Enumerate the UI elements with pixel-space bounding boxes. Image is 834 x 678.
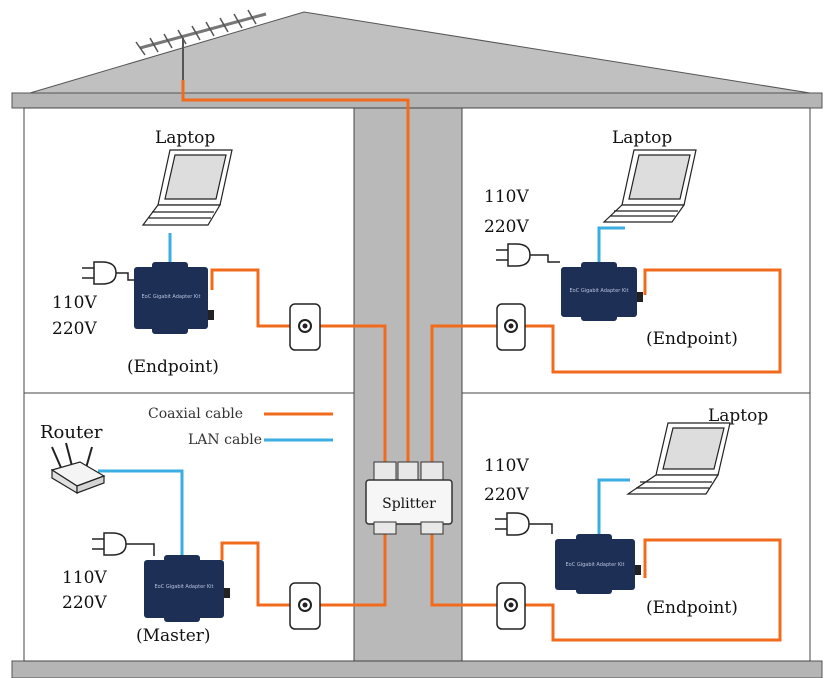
volt-110-bottomright: 110V — [484, 456, 529, 476]
coax-splitter-to-topright-outlet — [430, 324, 497, 466]
plug-icon-master — [92, 532, 155, 556]
wall-outlet-topleft — [289, 303, 321, 351]
adapter-text-master: EoC Gigabit Adapter Kit — [155, 584, 214, 590]
coax-topright-outlet-to-adapter — [525, 268, 782, 374]
master-label: (Master) — [136, 626, 211, 646]
coax-splitter-to-bottomright-outlet — [430, 525, 497, 607]
laptop-label-topright: Laptop — [612, 128, 672, 148]
volt-220-topright: 220V — [484, 217, 529, 237]
adapter-master: EoC Gigabit Adapter Kit — [144, 555, 230, 622]
lan-laptop-topright-to-adapter — [597, 226, 625, 262]
volt-220-bottomright: 220V — [484, 485, 529, 505]
plug-icon-bottomright — [495, 512, 553, 536]
antenna-icon — [135, 9, 267, 80]
router-icon — [50, 442, 106, 495]
lan-cables — [98, 226, 630, 558]
laptop-icon-bottomright — [626, 422, 731, 495]
volt-110-master: 110V — [62, 568, 107, 588]
coax-cables — [181, 80, 782, 642]
splitter-icon: Splitter — [365, 461, 453, 535]
endpoint-label-bottomright: (Endpoint) — [646, 598, 738, 618]
endpoint-label-topleft: (Endpoint) — [127, 357, 219, 377]
adapter-topright: EoC Gigabit Adapter Kit — [561, 262, 643, 321]
ceiling-beam — [11, 92, 823, 109]
wall-outlet-master — [289, 582, 321, 630]
legend-lan-label: LAN cable — [188, 432, 262, 448]
adapter-text-topleft: EoC Gigabit Adapter Kit — [142, 294, 201, 300]
volt-220-topleft: 220V — [52, 319, 97, 339]
lan-laptop-bottomright-to-adapter — [597, 478, 630, 535]
adapter-text-bottomright: EoC Gigabit Adapter Kit — [566, 562, 625, 568]
plug-icon-topleft — [82, 261, 138, 285]
laptop-label-topleft: Laptop — [155, 128, 215, 148]
adapter-topleft: EoC Gigabit Adapter Kit — [134, 262, 214, 334]
plug-icon-topright — [496, 243, 560, 267]
endpoint-label-topright: (Endpoint) — [646, 329, 738, 349]
wall-outlet-topright — [496, 303, 526, 351]
coax-splitter-to-topleft-outlet — [320, 324, 387, 466]
lan-router-to-master — [98, 469, 184, 558]
volt-110-topleft: 110V — [52, 293, 97, 313]
coax-bottomright-outlet-to-adapter — [525, 538, 782, 642]
legend-coax-label: Coaxial cable — [148, 406, 243, 422]
laptop-label-bottomright: Laptop — [708, 406, 768, 426]
floor-beam — [11, 660, 823, 678]
laptop-icon-topright — [602, 149, 697, 223]
volt-110-topright: 110V — [484, 187, 529, 207]
laptop-icon-topleft — [141, 149, 233, 226]
volt-220-master: 220V — [62, 593, 107, 613]
coax-master-outlet-to-adapter — [220, 541, 290, 607]
router-label: Router — [40, 422, 103, 443]
adapter-text-topright: EoC Gigabit Adapter Kit — [570, 288, 629, 294]
coax-topleft-outlet-to-adapter — [210, 268, 290, 328]
wall-outlet-bottomright — [496, 582, 526, 630]
splitter-label: Splitter — [382, 496, 436, 512]
adapter-bottomright: EoC Gigabit Adapter Kit — [555, 534, 641, 594]
legend: Coaxial cable LAN cable — [148, 406, 333, 448]
coax-splitter-to-master-outlet — [320, 525, 387, 607]
roof — [29, 11, 811, 94]
coax-antenna-to-splitter — [181, 80, 410, 466]
